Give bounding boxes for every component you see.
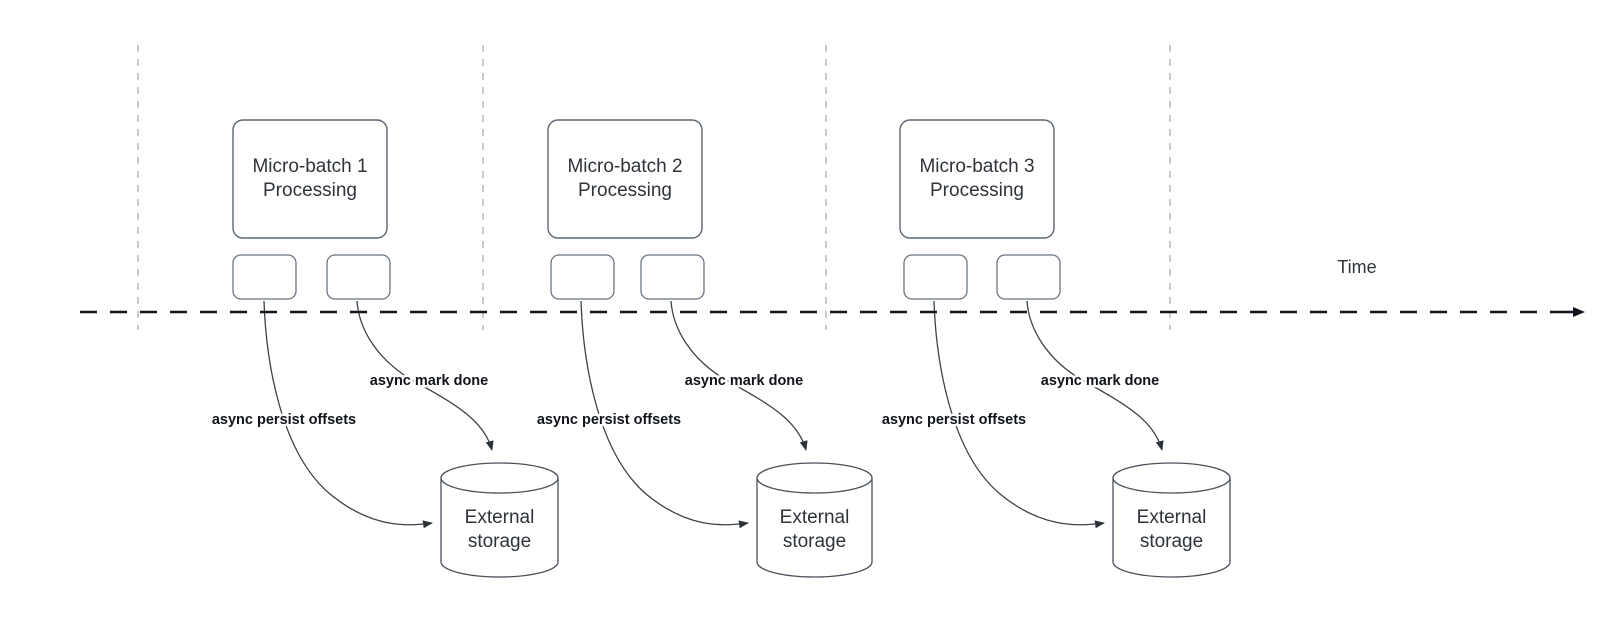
timeline-axis-group: Time: [80, 257, 1585, 317]
edge-persist-offsets-label: async persist offsets: [212, 412, 356, 428]
edge-mark-done-label: async mark done: [370, 373, 488, 389]
cylinder-top: [756, 462, 873, 494]
edge-mark-done: [1026, 300, 1164, 451]
edge-persist-offsets-label-halo: async persist offsets: [537, 412, 681, 428]
edge-persist-offsets-label: async persist offsets: [537, 412, 681, 428]
cylinder-body: [756, 478, 873, 578]
time-axis-label: Time: [1337, 257, 1376, 277]
micro-batch-label-line2: Processing: [578, 180, 672, 201]
edge-mark-done: [356, 300, 494, 451]
edge-mark-done-label: async mark done: [685, 373, 803, 389]
micro-batch-box[interactable]: [232, 119, 388, 239]
task-box-mark[interactable]: [326, 254, 391, 300]
edge-persist-offsets-label-halo: async persist offsets: [212, 412, 356, 428]
storage-label-line2: storage: [783, 531, 846, 552]
external-storage-cylinder[interactable]: External storage: [1112, 462, 1231, 578]
task-box-persist[interactable]: [903, 254, 968, 300]
micro-batch-box[interactable]: [899, 119, 1055, 239]
micro-batch-label-line2: Processing: [263, 180, 357, 201]
cylinder-body: [440, 478, 559, 578]
edge-mark-done: [670, 300, 808, 451]
storage-label-line2: storage: [468, 531, 531, 552]
edge-persist-offsets: [933, 300, 1105, 529]
micro-batch-label-line1: Micro-batch 2: [567, 156, 682, 177]
micro-batch-box[interactable]: [547, 119, 703, 239]
edge-persist-offsets: [263, 300, 433, 529]
storage-label-line1: External: [1137, 507, 1207, 528]
edge-persist-offsets: [580, 300, 749, 529]
edge-persist-offsets-label-halo: async persist offsets: [882, 412, 1026, 428]
edge-mark-done-label-halo: async mark done: [370, 373, 488, 389]
task-box-persist[interactable]: [550, 254, 615, 300]
micro-batch-label-line1: Micro-batch 3: [919, 156, 1034, 177]
storage-label-line1: External: [465, 507, 535, 528]
micro-batch-label-line1: Micro-batch 1: [252, 156, 367, 177]
external-storage-cylinder[interactable]: External storage: [440, 462, 559, 578]
timeline-tick-group: [137, 45, 1171, 330]
task-box-mark[interactable]: [996, 254, 1061, 300]
micro-batch-label-line2: Processing: [930, 180, 1024, 201]
storage-label-line2: storage: [1140, 531, 1203, 552]
cylinder-top: [1112, 462, 1231, 494]
cylinder-top: [440, 462, 559, 494]
task-box-persist[interactable]: [232, 254, 297, 300]
edge-mark-done-label-halo: async mark done: [685, 373, 803, 389]
edge-mark-done-label: async mark done: [1041, 373, 1159, 389]
external-storage-cylinder[interactable]: External storage: [756, 462, 873, 578]
edge-mark-done-label-halo: async mark done: [1041, 373, 1159, 389]
storage-label-line1: External: [780, 507, 850, 528]
edge-persist-offsets-label: async persist offsets: [882, 412, 1026, 428]
task-box-mark[interactable]: [640, 254, 705, 300]
cylinder-body: [1112, 478, 1231, 578]
